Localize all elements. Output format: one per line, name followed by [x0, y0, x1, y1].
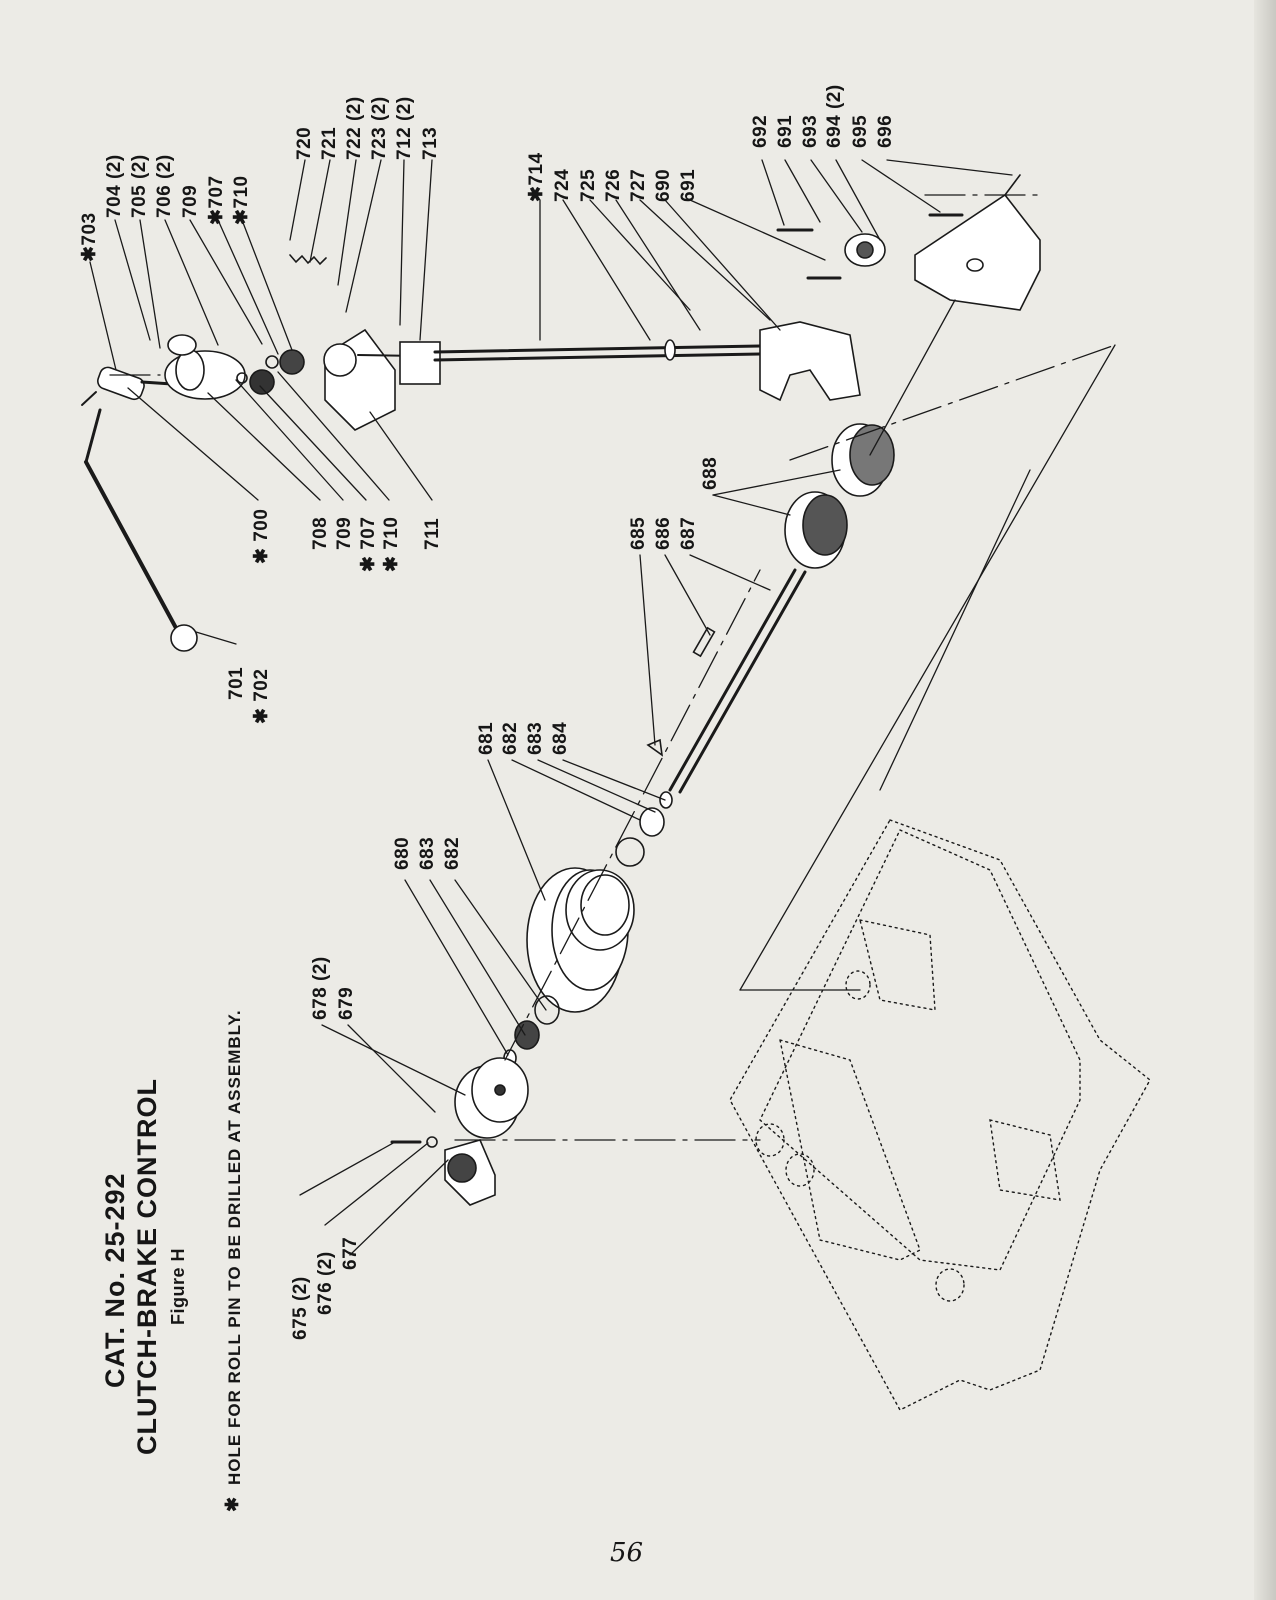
callout-label: 681: [476, 721, 497, 755]
footnote-text: HOLE FOR ROLL PIN TO BE DRILLED AT ASSEM…: [225, 1009, 244, 1485]
callout-label: 688: [700, 456, 721, 490]
callout-label: 727: [628, 168, 649, 202]
callout-label: 721: [319, 126, 340, 160]
callout-label: 691: [678, 168, 699, 202]
callout-label: 695: [850, 114, 871, 148]
callout-label: 693: [800, 114, 821, 148]
callout-label: 708: [310, 516, 331, 550]
callout-label: 682: [500, 721, 521, 755]
callout-label: ✱ 700: [251, 508, 272, 564]
washers-682-684: [615, 791, 673, 867]
page-number: 56: [610, 1538, 644, 1568]
clutch-assembly-688: [784, 423, 895, 569]
callout-label: 686: [653, 516, 674, 550]
shaft-714: [433, 339, 762, 362]
spring-721: [289, 254, 327, 266]
callout-label: 690: [653, 168, 674, 202]
page-edge-shadow: [1254, 0, 1276, 1600]
bearing-680: [503, 995, 560, 1067]
hub-679: [454, 1057, 529, 1139]
callout-label: 701: [226, 666, 247, 700]
callout-label: 722 (2): [344, 96, 365, 160]
callout-label: 675 (2): [290, 1276, 311, 1340]
callout-label: 705 (2): [129, 154, 150, 218]
callout-label: 706 (2): [154, 154, 175, 218]
callout-label: 704 (2): [104, 154, 125, 218]
figure-label: Figure H: [168, 1247, 188, 1325]
callout-label: 694 (2): [824, 84, 845, 148]
callout-label: 709: [180, 184, 201, 218]
leader-lines: [89, 159, 1013, 1256]
pillow-block-677: [390, 1136, 496, 1206]
callout-label: 692: [750, 114, 771, 148]
callout-label: ✱714: [526, 152, 547, 202]
catalog-number: CAT. No. 25-292: [100, 1172, 130, 1388]
callout-label: 720: [294, 126, 315, 160]
callout-label: 713: [420, 126, 441, 160]
callout-label: 696: [875, 114, 896, 148]
footnote-star: ✱: [222, 1496, 242, 1512]
callout-label: 679: [336, 986, 357, 1020]
callout-label: ✱703: [79, 212, 100, 262]
flange-plate: [164, 334, 246, 400]
callout-label: 712 (2): [394, 96, 415, 160]
callout-label: ✱707: [206, 175, 227, 225]
callout-label: 725: [578, 168, 599, 202]
base-cabinet: [729, 819, 1151, 1411]
callout-label: ✱ 707: [358, 516, 379, 572]
callout-label: 711: [422, 517, 443, 550]
bearing-693: [844, 233, 886, 267]
callout-label: 684: [550, 721, 571, 755]
callout-label: 683: [525, 721, 546, 755]
block-713: [399, 341, 441, 385]
control-handle: [81, 366, 198, 652]
key-685: [646, 738, 664, 757]
callout-label: ✱710: [231, 175, 252, 225]
gear-parts: [236, 349, 305, 395]
callout-label: 685: [628, 516, 649, 550]
callout-label: ✱ 702: [251, 668, 272, 724]
callout-label: 723 (2): [369, 96, 390, 160]
housing-696: [914, 174, 1041, 311]
center-lines: [109, 194, 1116, 1141]
callout-label: ✱ 710: [381, 516, 402, 572]
shaft-687: [668, 568, 807, 794]
callout-label: 678 (2): [310, 956, 331, 1020]
pulley-681: [526, 867, 635, 1013]
key-686: [692, 626, 716, 658]
frame-outline: [739, 299, 1116, 991]
callout-label: 691: [775, 114, 796, 148]
diagram-title: CLUTCH-BRAKE CONTROL: [132, 1078, 162, 1455]
callout-label: 682: [442, 836, 463, 870]
callout-label: 676 (2): [315, 1251, 336, 1315]
yoke-727: [759, 321, 861, 402]
callout-label: 677: [340, 1236, 361, 1270]
callout-label: 709: [334, 516, 355, 550]
callout-label: 683: [417, 836, 438, 870]
callout-label: 724: [552, 168, 573, 202]
callout-label: 680: [392, 836, 413, 870]
callout-label: 687: [678, 516, 699, 550]
callout-label: 726: [603, 168, 624, 202]
